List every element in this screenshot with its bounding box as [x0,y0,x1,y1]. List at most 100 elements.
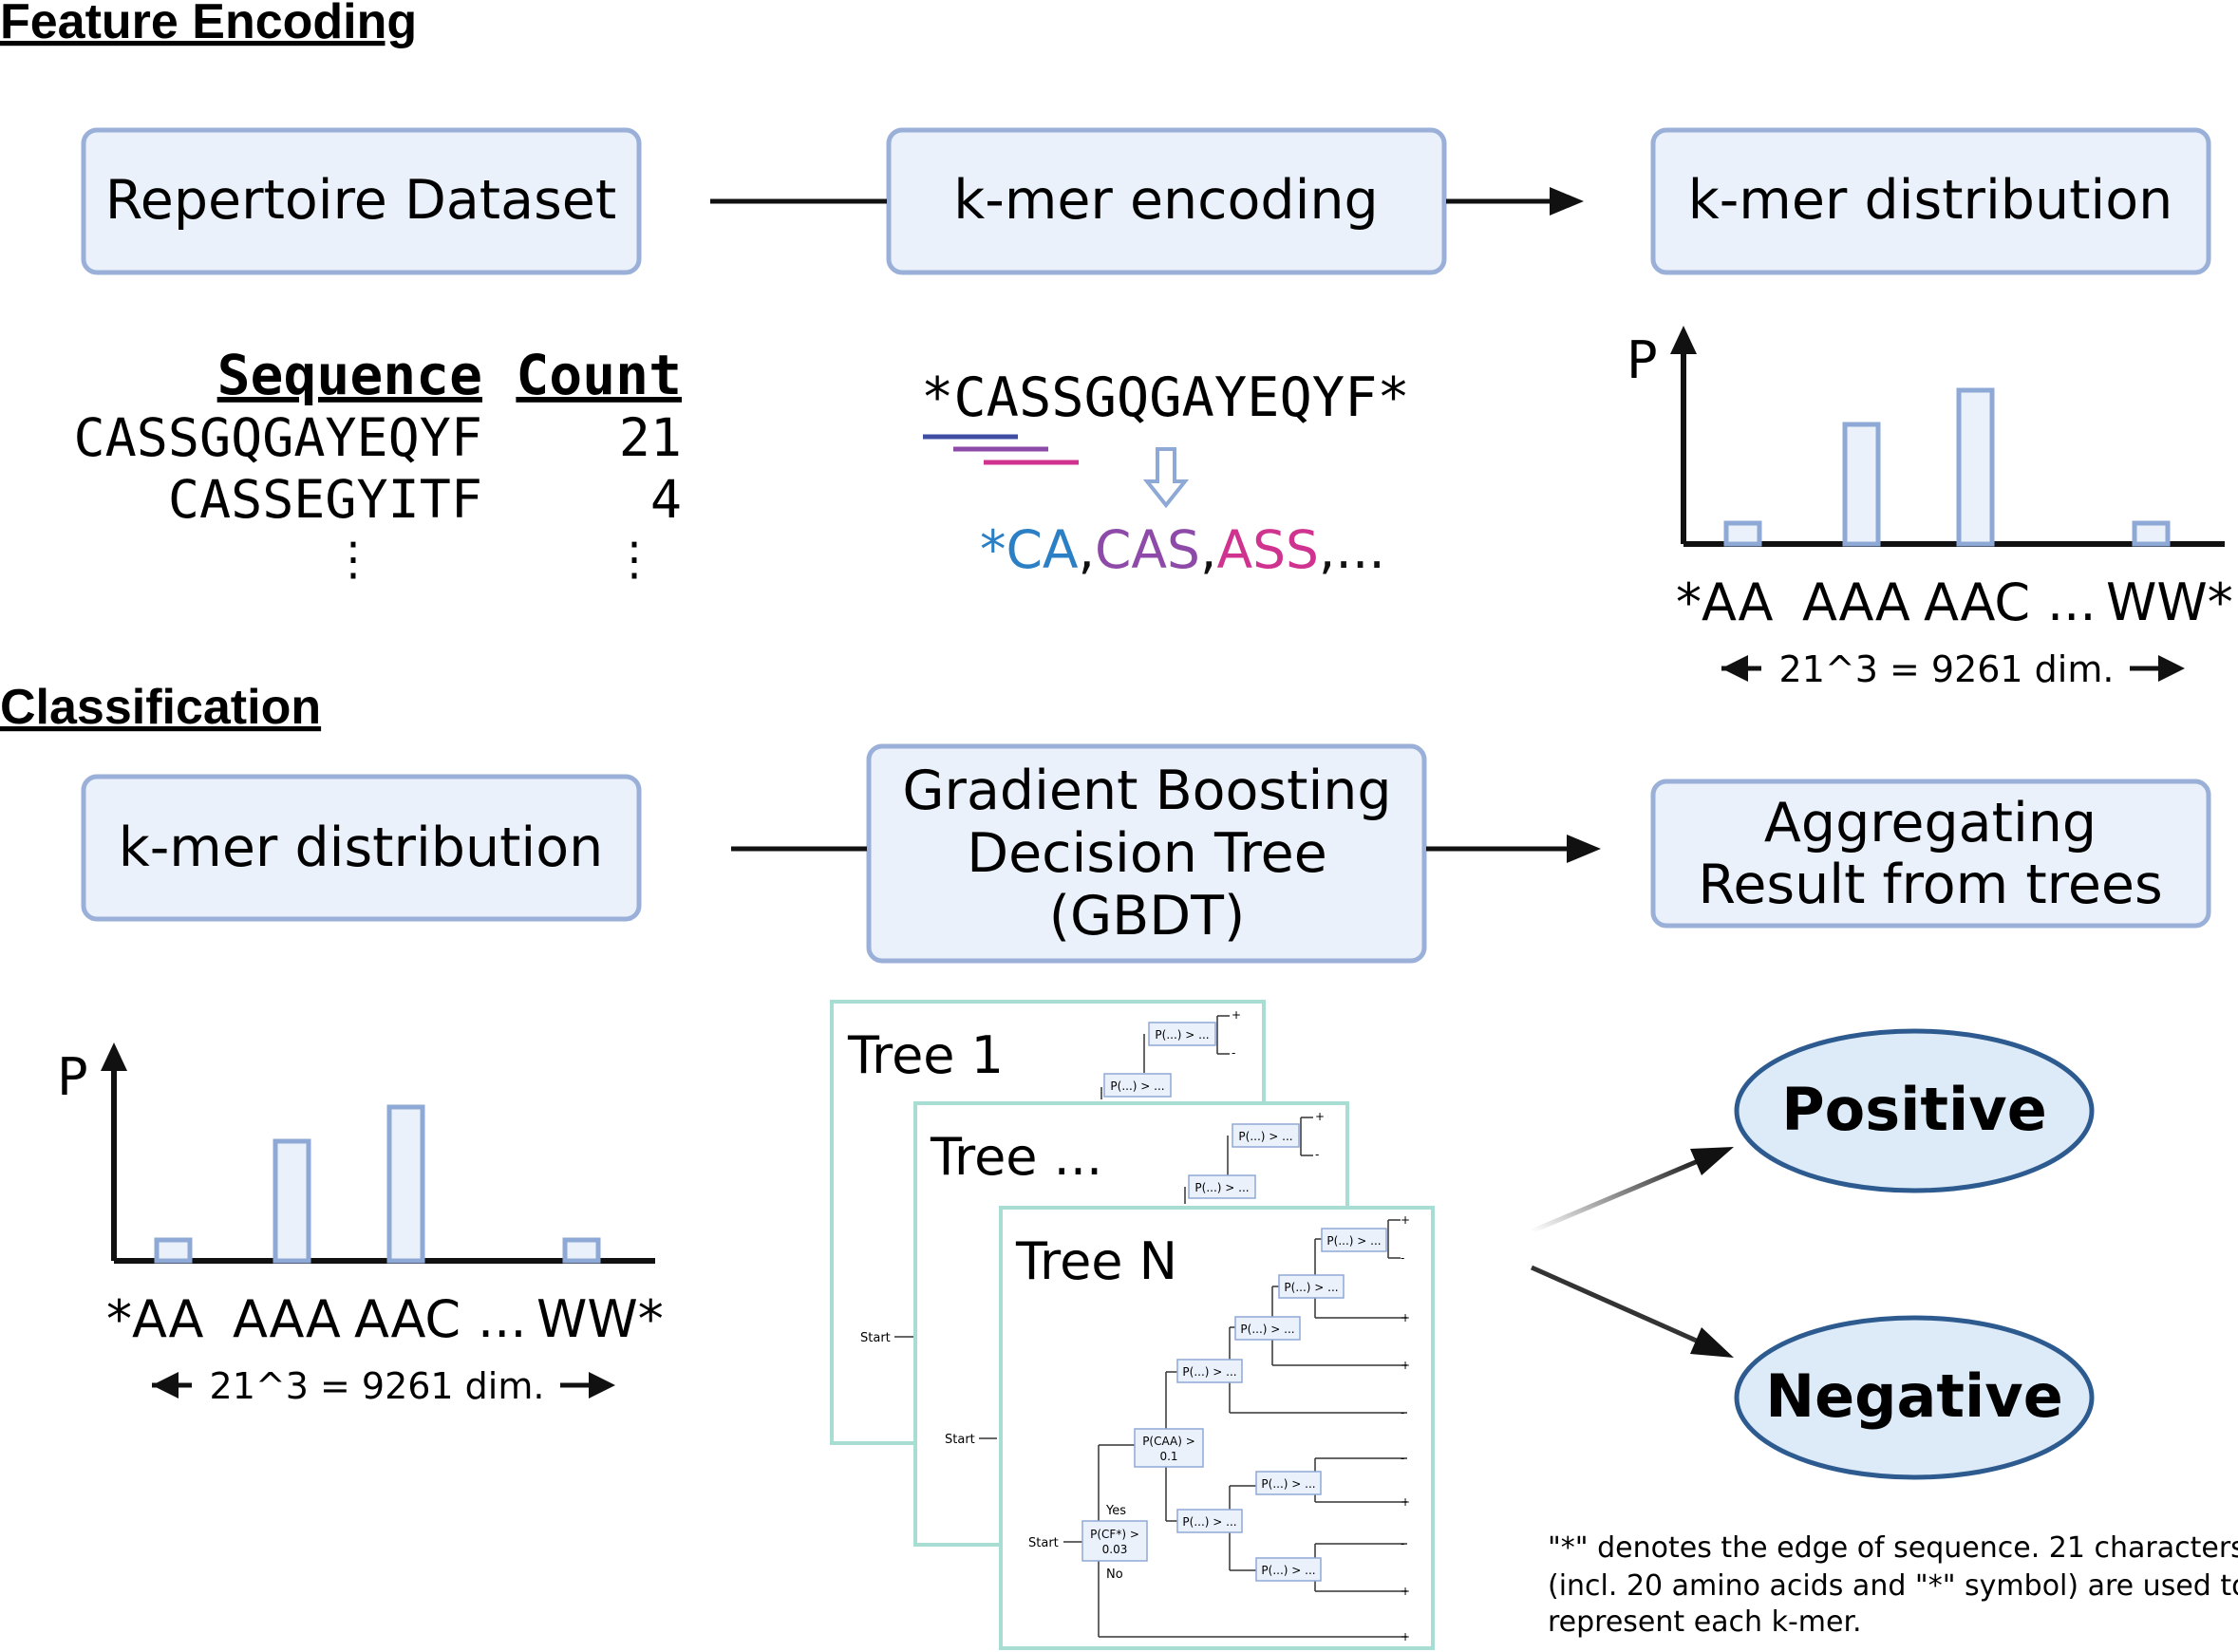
aggregating-label-line2: Result from trees [1698,854,2162,916]
treen-leaf-7: + [1401,1495,1410,1509]
bottom-dist-x-label-3: AAC [354,1289,461,1349]
repertoire-dataset-label: Repertoire Dataset [105,169,616,232]
treen-leaf-5: - [1401,1406,1404,1419]
kmer-list: *CA,CAS,ASS,... [980,519,1385,580]
kmer-token-1: , [1079,519,1095,580]
footnote-line-2: (incl. 20 amino acids and "*" symbol) ar… [1548,1569,2238,1603]
bottom-dist-x-label-5: WW* [536,1289,664,1349]
treen-node-b: P(...) > ... [1240,1323,1294,1336]
treen-leaf-8: - [1401,1537,1404,1550]
repertoire-dataset-box: Repertoire Dataset [81,127,642,275]
table-row-2-count: 4 [650,469,682,530]
top-dist-x-label-2: AAA [1802,573,1910,632]
gbdt-label-line2: Decision Tree [967,822,1327,885]
tree2-node-2: P(...) > ... [1194,1181,1249,1194]
top-dist-y-arrow-icon [1670,326,1697,354]
tree1-leaf-2: - [1232,1046,1235,1060]
treen-no-label: No [1106,1568,1123,1582]
treen-leaf-6: - [1401,1452,1404,1465]
table-row-1-count: 21 [619,407,682,468]
classification-heading: Classification [0,680,321,735]
kmer-token-2: CAS [1095,519,1200,580]
gbdt-box: Gradient Boosting Decision Tree (GBDT) [866,743,1427,964]
top-dist-dim-right-arrow-icon [2158,655,2185,682]
tree1-node-1: P(...) > ... [1155,1028,1209,1042]
treen-leaf-9: + [1401,1585,1410,1598]
footnote: "*" denotes the edge of sequence. 21 cha… [1548,1531,2238,1639]
treen-leaf-2: - [1401,1251,1404,1265]
kmer-token-5: ,... [1319,519,1385,580]
gbdt-label-line1: Gradient Boosting [902,760,1391,822]
aggregating-label-line1: Aggregating [1764,792,2097,854]
kmer-encoding-box: k-mer encoding [886,127,1447,275]
top-dist-bar-3 [1956,387,1995,547]
top-dist-x-label-1: *AA [1676,573,1773,632]
footnote-line-1: "*" denotes the edge of sequence. 21 cha… [1548,1531,2238,1565]
tree2-leaf-1: + [1315,1110,1325,1123]
bottom-dist-bar-3 [386,1104,425,1264]
tree2-start: Start [945,1433,975,1447]
kmer-token-0: *CA [980,519,1079,580]
positive-label: Positive [1781,1075,2047,1144]
treen-second-line2: 0.1 [1159,1450,1177,1463]
tree-card-1-nodes: + - P(...) > ... P(...) > ... Start [860,1008,1241,1345]
table-row-1-sequence: CASSGQGAYEQYF [74,407,482,468]
treen-node-e: P(...) > ... [1182,1515,1236,1529]
arrowhead-positive [1690,1147,1734,1175]
table-row-2-sequence: CASSEGYITF [168,469,482,530]
arrowhead-2 [1567,835,1601,863]
sequence-table: Sequence Count CASSGQGAYEQYF 21 CASSEGYI… [74,343,682,586]
aggregating-box: Aggregating Result from trees [1650,779,2211,929]
negative-outcome: Negative [1734,1315,2095,1480]
treen-start: Start [1028,1536,1059,1550]
tree-card-n-nodes: Start P(CF*) > 0.03 Yes No P(CAA) > 0.1 … [1028,1213,1410,1643]
sequence-header: Sequence [217,343,482,407]
positive-outcome: Positive [1734,1028,2095,1193]
top-dist-bar-1 [1723,520,1762,547]
bottom-dist-x-label-2: AAA [233,1289,341,1349]
treen-root-line2: 0.03 [1102,1543,1128,1556]
top-dist-x-label-4: ... [2047,573,2097,632]
feature-encoding-heading: Feature Encoding [0,0,417,49]
treen-leaf-10: + [1401,1630,1410,1643]
kmer-distribution-box-top: k-mer distribution [1650,127,2211,275]
tree-card-n-title: Tree N [1015,1231,1177,1291]
tree1-leaf-1: + [1232,1008,1241,1022]
bottom-dist-dim-right-arrow-icon [589,1372,615,1399]
bottom-dist-dim-left-arrow-icon [152,1372,179,1399]
top-dist-dim-left-arrow-icon [1721,655,1748,682]
bottom-dist-bar-4 [562,1237,601,1264]
tree-card-2-title: Tree ... [930,1127,1102,1187]
treen-leaf-4: + [1401,1359,1410,1372]
count-header: Count [516,343,682,407]
treen-second-line1: P(CAA) > [1142,1435,1195,1448]
tree-card-2-nodes: + - P(...) > ... P(...) > ... Start [945,1110,1325,1447]
kmer-encoding-label: k-mer encoding [953,169,1378,232]
tree2-node-1: P(...) > ... [1238,1130,1292,1143]
arrow-to-negative [1530,1265,1711,1349]
bottom-dist-y-arrow-icon [101,1042,127,1071]
arrowhead-1 [1550,187,1584,216]
bottom-dist-bar-2 [273,1138,311,1264]
gbdt-label-line3: (GBDT) [1049,885,1245,948]
table-ellipsis-sequence: ⋮ [330,533,376,586]
treen-root-line1: P(CF*) > [1090,1528,1139,1541]
encoded-sequence: *CASSGQGAYEQYF* [921,366,1410,429]
kmer-token-4: ASS [1216,519,1318,580]
kmer-distribution-label-top: k-mer distribution [1688,169,2173,232]
treen-node-f: P(...) > ... [1261,1477,1315,1491]
treen-node-d: P(...) > ... [1326,1234,1381,1248]
top-dist-bar-4 [2132,520,2171,547]
top-dist-dim-label: 21^3 = 9261 dim. [1779,648,2115,690]
table-ellipsis-count: ⋮ [611,533,657,586]
tree-card-n: Tree N [999,1206,1435,1650]
bottom-dist-x-label-1: *AA [106,1289,203,1349]
top-dist-y-label: P [1627,330,1658,390]
tree2-leaf-2: - [1315,1148,1319,1161]
treen-leaf-1: + [1401,1213,1410,1227]
treen-leaf-3: + [1401,1311,1410,1324]
top-dist-x-label-5: WW* [2106,573,2233,632]
treen-node-c: P(...) > ... [1284,1281,1338,1294]
